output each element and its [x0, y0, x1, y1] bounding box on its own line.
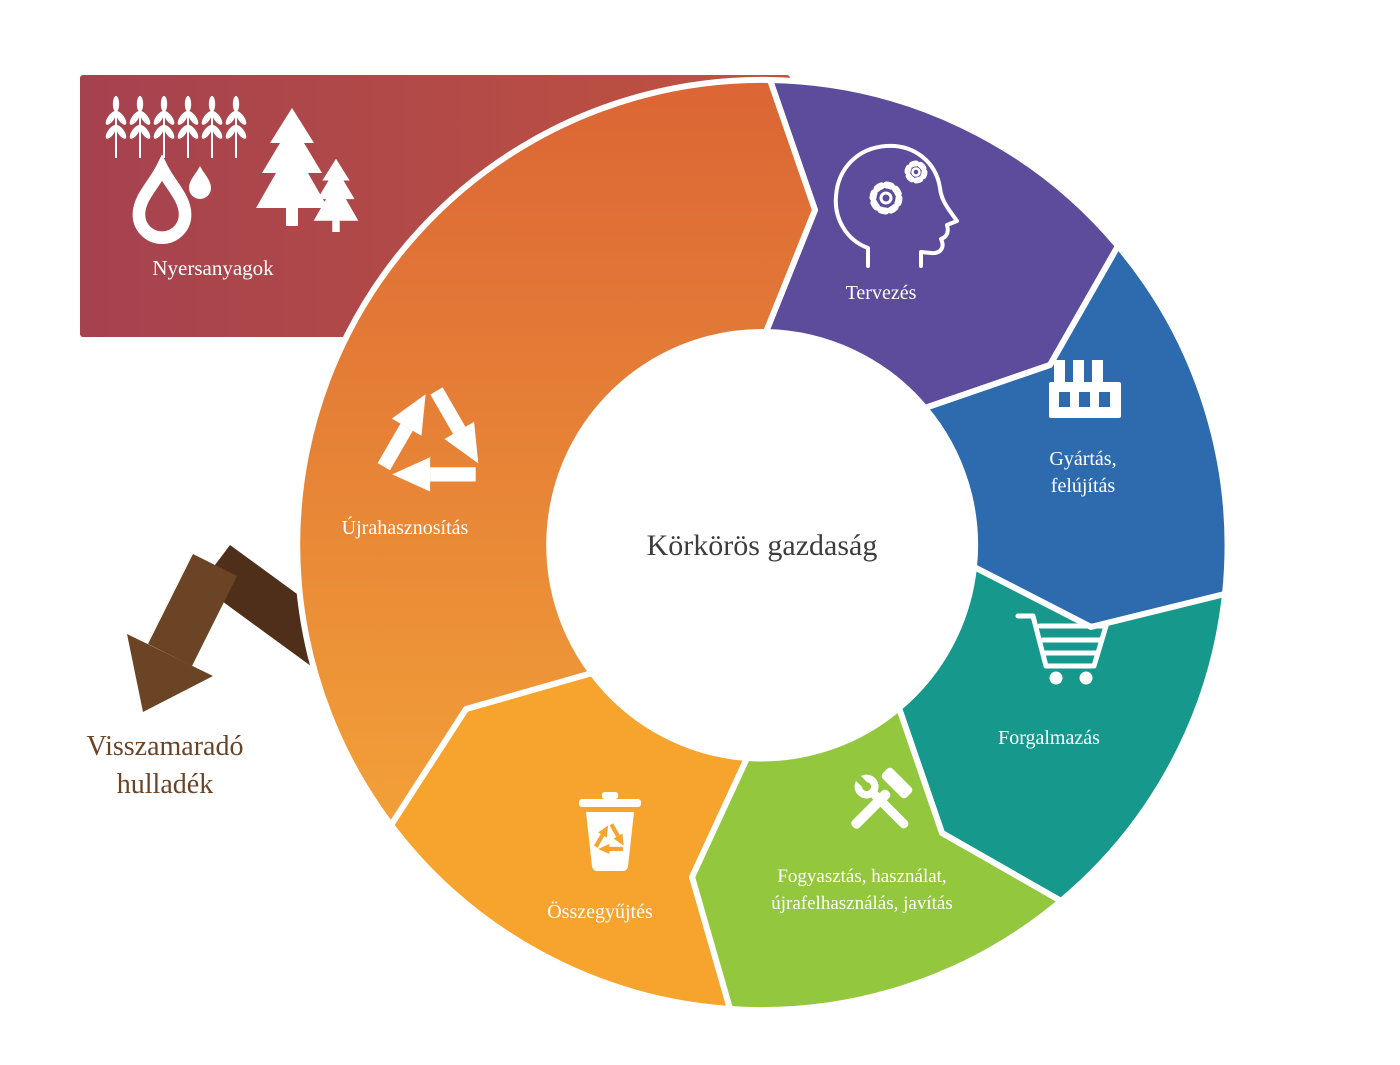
segment-ujrahasznositas — [294, 76, 818, 828]
segment-label-ujrahasznositas: Újrahasznosítás — [342, 515, 469, 539]
segment-label-fogyasztas-line1: Fogyasztás, használat, — [777, 866, 946, 887]
segment-label-forgalmazas: Forgalmazás — [998, 727, 1100, 749]
trash-recycle-icon — [579, 792, 641, 871]
center-circle — [550, 333, 974, 757]
head-gears-icon — [833, 143, 959, 268]
residual-waste-label-line1: Visszamaradó — [87, 731, 244, 762]
hammer-wrench-icon — [851, 767, 913, 829]
factory-icon — [1049, 360, 1121, 418]
shopping-cart-icon — [1015, 613, 1109, 685]
cycle-ring — [294, 76, 1231, 1014]
raw-materials-label: Nyersanyagok — [152, 256, 274, 280]
segment-label-fogyasztas-line2: újrafelhasználás, javítás — [771, 893, 952, 914]
segment-label-tervezes: Tervezés — [846, 282, 917, 304]
segment-label-gyartas-line1: Gyártás, — [1049, 448, 1116, 470]
center-title: Körkörös gazdaság — [647, 529, 878, 562]
segment-label-gyartas-line2: felújítás — [1051, 475, 1116, 497]
segment-label-osszegyujtes: Összegyűjtés — [547, 900, 653, 923]
segment-osszegyujtes — [388, 670, 750, 1012]
residual-waste-label-line2: hulladék — [117, 769, 213, 800]
